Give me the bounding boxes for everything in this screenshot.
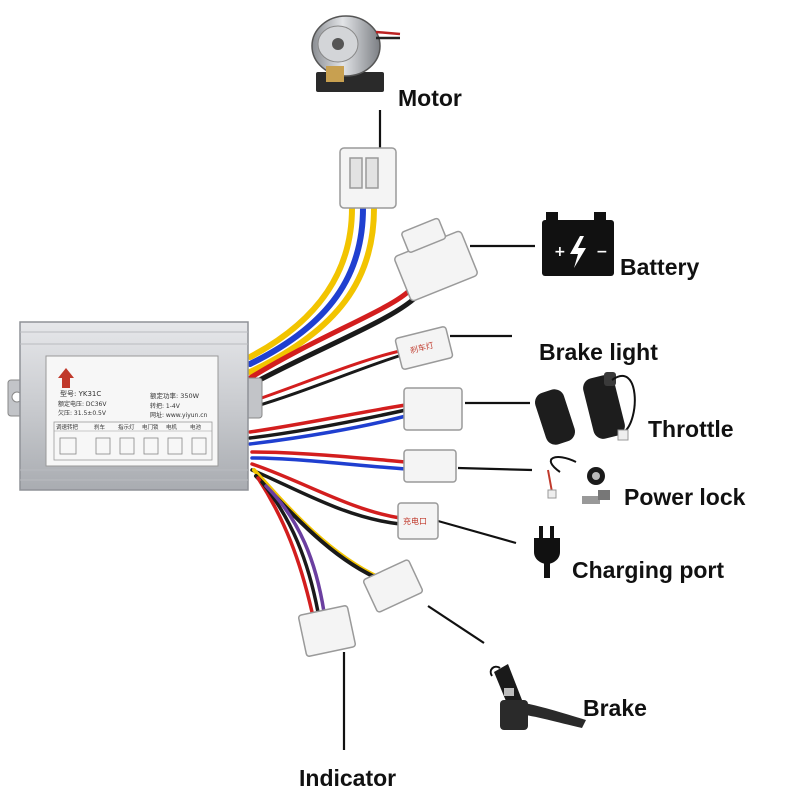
controller-rated-voltage: 额定电压: DC36V xyxy=(58,400,107,408)
motor-wire-yellow-2 xyxy=(247,205,377,375)
throttle-wire-black xyxy=(248,408,408,440)
battery-icon: + − xyxy=(542,212,614,276)
leader-lines xyxy=(342,110,535,750)
motor-wire-yellow xyxy=(247,205,355,360)
throttle-wire-blue xyxy=(248,414,408,446)
brand-logo xyxy=(58,368,74,388)
plug-icon xyxy=(534,526,560,578)
label-brake: Brake xyxy=(583,695,647,721)
brake-light-wire-black xyxy=(248,353,404,410)
wire-harness xyxy=(247,205,423,614)
power-lock-wire-blue xyxy=(250,456,408,471)
brake-light-wire-red xyxy=(248,349,402,404)
controller-throttle-range: 转把: 1-4V xyxy=(150,402,181,410)
label-motor: Motor xyxy=(398,85,462,111)
controller-undervoltage: 欠压: 31.5±0.5V xyxy=(58,409,107,417)
brake-connector xyxy=(362,559,424,613)
battery-wire-black xyxy=(249,290,423,387)
terminal-label: 刹车 xyxy=(94,423,106,431)
label-power-lock: Power lock xyxy=(624,484,746,510)
svg-text:−: − xyxy=(596,244,608,260)
brake-light-connector: 刹车灯 xyxy=(394,326,454,370)
terminal-label: 调速转把 xyxy=(56,423,79,431)
controller-label-plate xyxy=(45,355,219,467)
label-charging-port: Charging port xyxy=(572,557,725,583)
brake-wire-yellow xyxy=(252,468,382,580)
indicator-wire-black xyxy=(260,480,320,614)
label-brake-light: Brake light xyxy=(539,339,658,365)
charging-connector: 充电口 xyxy=(397,502,439,540)
battery-wire-red xyxy=(247,287,413,381)
motor-image xyxy=(311,15,401,92)
battery-connector xyxy=(394,217,478,302)
controller-model: 型号: YK31C xyxy=(60,389,101,398)
power-lock-wire-red xyxy=(250,450,408,464)
label-throttle: Throttle xyxy=(648,416,734,442)
motor-wire-blue xyxy=(247,205,366,367)
indicator-wire-violet xyxy=(264,484,326,614)
terminal-label: 电门锁 xyxy=(142,423,159,431)
brake-lever-image xyxy=(489,664,586,730)
controller-website: 网址: www.yiyun.cn xyxy=(150,411,208,419)
charging-wire-black xyxy=(250,468,402,526)
controller-rated-power: 额定功率: 350W xyxy=(150,391,200,400)
motor-connector xyxy=(339,147,397,209)
leader-line-charging-port xyxy=(437,519,517,545)
terminal-label: 电池 xyxy=(190,423,202,431)
leader-line-power-lock xyxy=(457,466,533,472)
terminal-label: 指示灯 xyxy=(118,423,135,431)
indicator-wire-red xyxy=(256,476,314,614)
label-indicator: Indicator xyxy=(299,765,397,791)
leader-line-brake xyxy=(427,605,485,644)
terminal-label: 电机 xyxy=(166,423,178,431)
throttle-connector xyxy=(403,387,463,431)
indicator-connector xyxy=(297,605,357,657)
power-lock-image xyxy=(547,456,610,504)
charging-wire-red xyxy=(250,462,402,520)
throttle-grips-image xyxy=(534,372,636,445)
power-lock-connector xyxy=(403,449,457,483)
charging-tag: 充电口 xyxy=(403,516,427,526)
connectors: 刹车灯 充电口 xyxy=(297,147,478,657)
svg-text:+: + xyxy=(554,244,566,260)
label-battery: Battery xyxy=(620,254,700,280)
throttle-wire-red xyxy=(248,403,408,434)
controller-box: 型号: YK31C 额定功率: 350W 额定电压: DC36V 转把: 1-4… xyxy=(7,321,263,491)
